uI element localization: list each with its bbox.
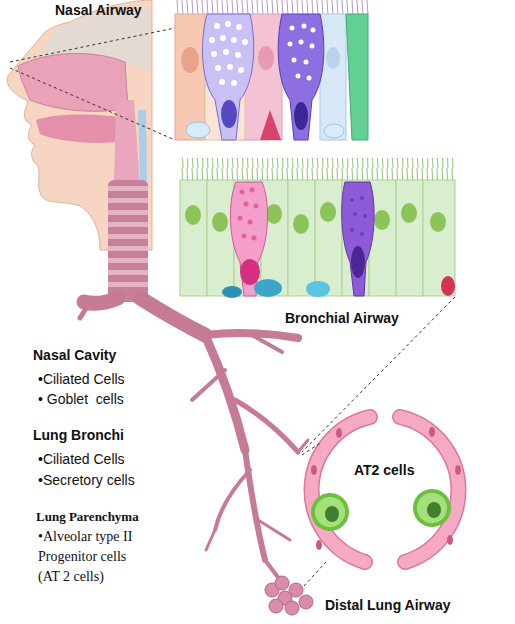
cell-type-item: • Goblet cells [38,390,124,408]
cell-type-item: •Alveolar type II Progenitor cells (AT 2… [38,527,150,587]
bronchial-epithelium [180,158,455,298]
region-label: AT2 cells [354,462,414,479]
cell-type-item: •Ciliated Cells [38,450,125,468]
inset-region: Bronchial Airway [180,158,455,296]
cell-type-item: •Secretory cells [38,471,135,489]
group-heading: Lung Bronchi [33,426,124,444]
inset-region: Nasal Airway [175,0,370,140]
cell-type-item: •Ciliated Cells [38,370,125,388]
group-heading: Nasal Cavity [33,346,116,364]
alveolar-sacs [265,576,313,615]
nasal-epithelium [175,0,370,140]
region-label: Distal Lung Airway [325,597,451,614]
group-heading: Lung Parenchyma [36,508,139,525]
zoom-leader-lines [10,28,455,586]
trachea [108,180,148,302]
alveolus [311,417,461,562]
region-label: Nasal Airway [55,2,142,19]
region-label: Bronchial Airway [285,310,399,327]
inset-region: AT2 cellsDistal Lung Airway [305,400,465,582]
